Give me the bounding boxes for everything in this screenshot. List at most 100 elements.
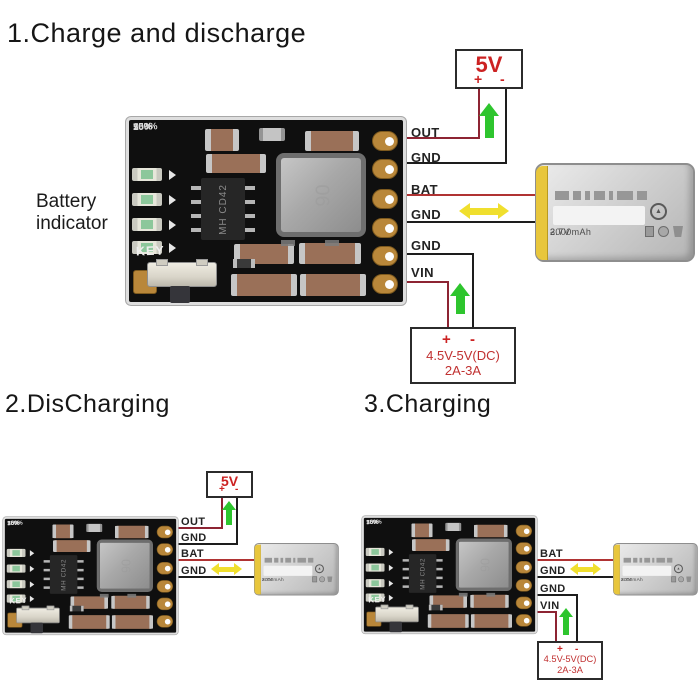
charge-discharge-module-board: 25% 50% 75% 100% MH CD42 06: [3, 517, 178, 635]
wire-gnd: [236, 494, 238, 545]
wire-gnd: [168, 543, 238, 545]
mh-cd42-chip: MH CD42: [201, 178, 245, 240]
led-arrow-mark: [169, 243, 176, 253]
key-label: KEY: [135, 243, 165, 259]
led-arrow-mark: [169, 195, 176, 205]
charge-discharge-module-board: 25% 50% 75% 100% MH CD42 06: [126, 117, 406, 305]
chip-leg: [436, 585, 443, 588]
chip-marking: MH CD42: [217, 183, 229, 235]
chip-leg: [402, 585, 409, 588]
mh-cd42-chip: MH CD42: [49, 555, 78, 594]
silkscreen-mark: [127, 593, 137, 598]
key-label: KEY: [9, 596, 28, 606]
section1-title: 1.Charge and discharge: [7, 18, 307, 48]
pin-label-bat: BAT: [411, 182, 438, 197]
chip-leg: [43, 560, 50, 563]
wire-gnd: [527, 576, 616, 578]
battery-voltage: 3.7V: [550, 227, 571, 237]
battery-led: [365, 547, 385, 556]
chip-leg: [245, 186, 255, 190]
plus-terminal: +: [442, 331, 451, 348]
wire-gnd: [390, 253, 474, 255]
power-inductor: 06: [96, 539, 153, 592]
cert-icon: [671, 576, 677, 583]
pin-label-gnd: GND: [540, 583, 566, 595]
capacitor: [231, 274, 297, 296]
module-photo-main: 25% 50% 75% 100% MH CD42 06: [126, 117, 406, 305]
chip-leg: [402, 576, 409, 580]
capacitor: [473, 524, 508, 538]
battery-label-area: [622, 565, 672, 576]
solder-pad-gnd: [156, 597, 173, 611]
dc-voltage-range: 4.5V-5V(DC): [543, 654, 597, 664]
pin-label-gnd: GND: [411, 207, 442, 222]
current-up-arrow-icon: [450, 283, 470, 314]
battery-photo-2: ▲ - 3.7V 2000mAh: [254, 543, 339, 596]
power-inductor: 06: [276, 153, 366, 237]
chip-marking: MH CD42: [419, 557, 427, 590]
capacitor: [52, 524, 74, 539]
chip-leg: [191, 200, 201, 204]
percent-100: 100%: [7, 519, 23, 527]
chip-leg: [245, 228, 255, 232]
solder-pad-gnd: [156, 543, 173, 556]
battery-led: [132, 218, 162, 231]
solder-pad-gnd: [372, 218, 398, 238]
trash-crossed-icon: [673, 226, 683, 237]
circle-arrow-icon: ▲: [314, 564, 324, 574]
battery-led: [132, 193, 162, 206]
capacitor: [470, 594, 509, 608]
inductor-marking: 06: [477, 557, 492, 572]
capacitor: [111, 595, 150, 609]
led-arrow-mark: [169, 220, 176, 230]
percent-100: 100%: [133, 121, 158, 133]
wire-gnd: [527, 594, 578, 596]
plus-terminal: +: [219, 484, 225, 495]
led-arrow-mark: [29, 550, 35, 557]
chip-leg: [43, 577, 50, 581]
wire-gnd: [168, 576, 256, 578]
battery-barcode: [555, 191, 647, 200]
capacitor: [300, 274, 366, 296]
solder-pad-gnd: [515, 542, 532, 555]
battery-minus: -: [620, 576, 623, 583]
chip-leg: [402, 559, 409, 562]
power-inductor: 06: [455, 538, 512, 591]
battery-photo-3: ▲ - 3.7V 2000mAh: [613, 543, 698, 596]
led-arrow-mark: [29, 565, 35, 572]
transfer-double-arrow-icon: [459, 203, 509, 219]
chip-leg: [436, 567, 443, 571]
section2-title: 2.DisCharging: [5, 390, 170, 418]
key-switch: [147, 259, 217, 303]
capacitor: [68, 615, 110, 629]
solder-pad-out: [156, 525, 173, 539]
dc-current-range: 2A-3A: [557, 665, 583, 675]
lipo-battery: ▲ - 3.7V 2000mAh: [254, 543, 339, 596]
key-switch: [16, 605, 60, 634]
switch-knob: [389, 621, 402, 633]
capacitor: [470, 614, 512, 628]
battery-capacity: 2000mAh: [550, 227, 592, 237]
solder-pad-gnd: [372, 159, 398, 179]
key-switch: [375, 604, 419, 633]
output-5v-box: 5V + -: [455, 49, 523, 89]
pin-label-vin: VIN: [540, 600, 560, 612]
trash-crossed-icon: [686, 576, 692, 583]
current-up-arrow-icon: [222, 501, 236, 525]
led-arrow-mark: [388, 564, 394, 571]
capacitor: [205, 129, 239, 151]
capacitor: [411, 523, 433, 538]
solder-pad-vin: [372, 274, 398, 294]
resistor: [428, 604, 443, 611]
battery-led: [6, 580, 26, 589]
pin-label-gnd: GND: [411, 150, 442, 165]
wire-gnd: [390, 221, 537, 223]
5v-label: 5V: [475, 52, 503, 77]
lipo-battery: ▲ - 3.7V 2000mAh: [613, 543, 698, 596]
circle-arrow-icon: ▲: [673, 564, 683, 574]
wire-vin: [447, 281, 449, 329]
battery-barcode: [623, 557, 673, 563]
wire-vin: [527, 611, 557, 613]
wire-gnd: [390, 162, 507, 164]
